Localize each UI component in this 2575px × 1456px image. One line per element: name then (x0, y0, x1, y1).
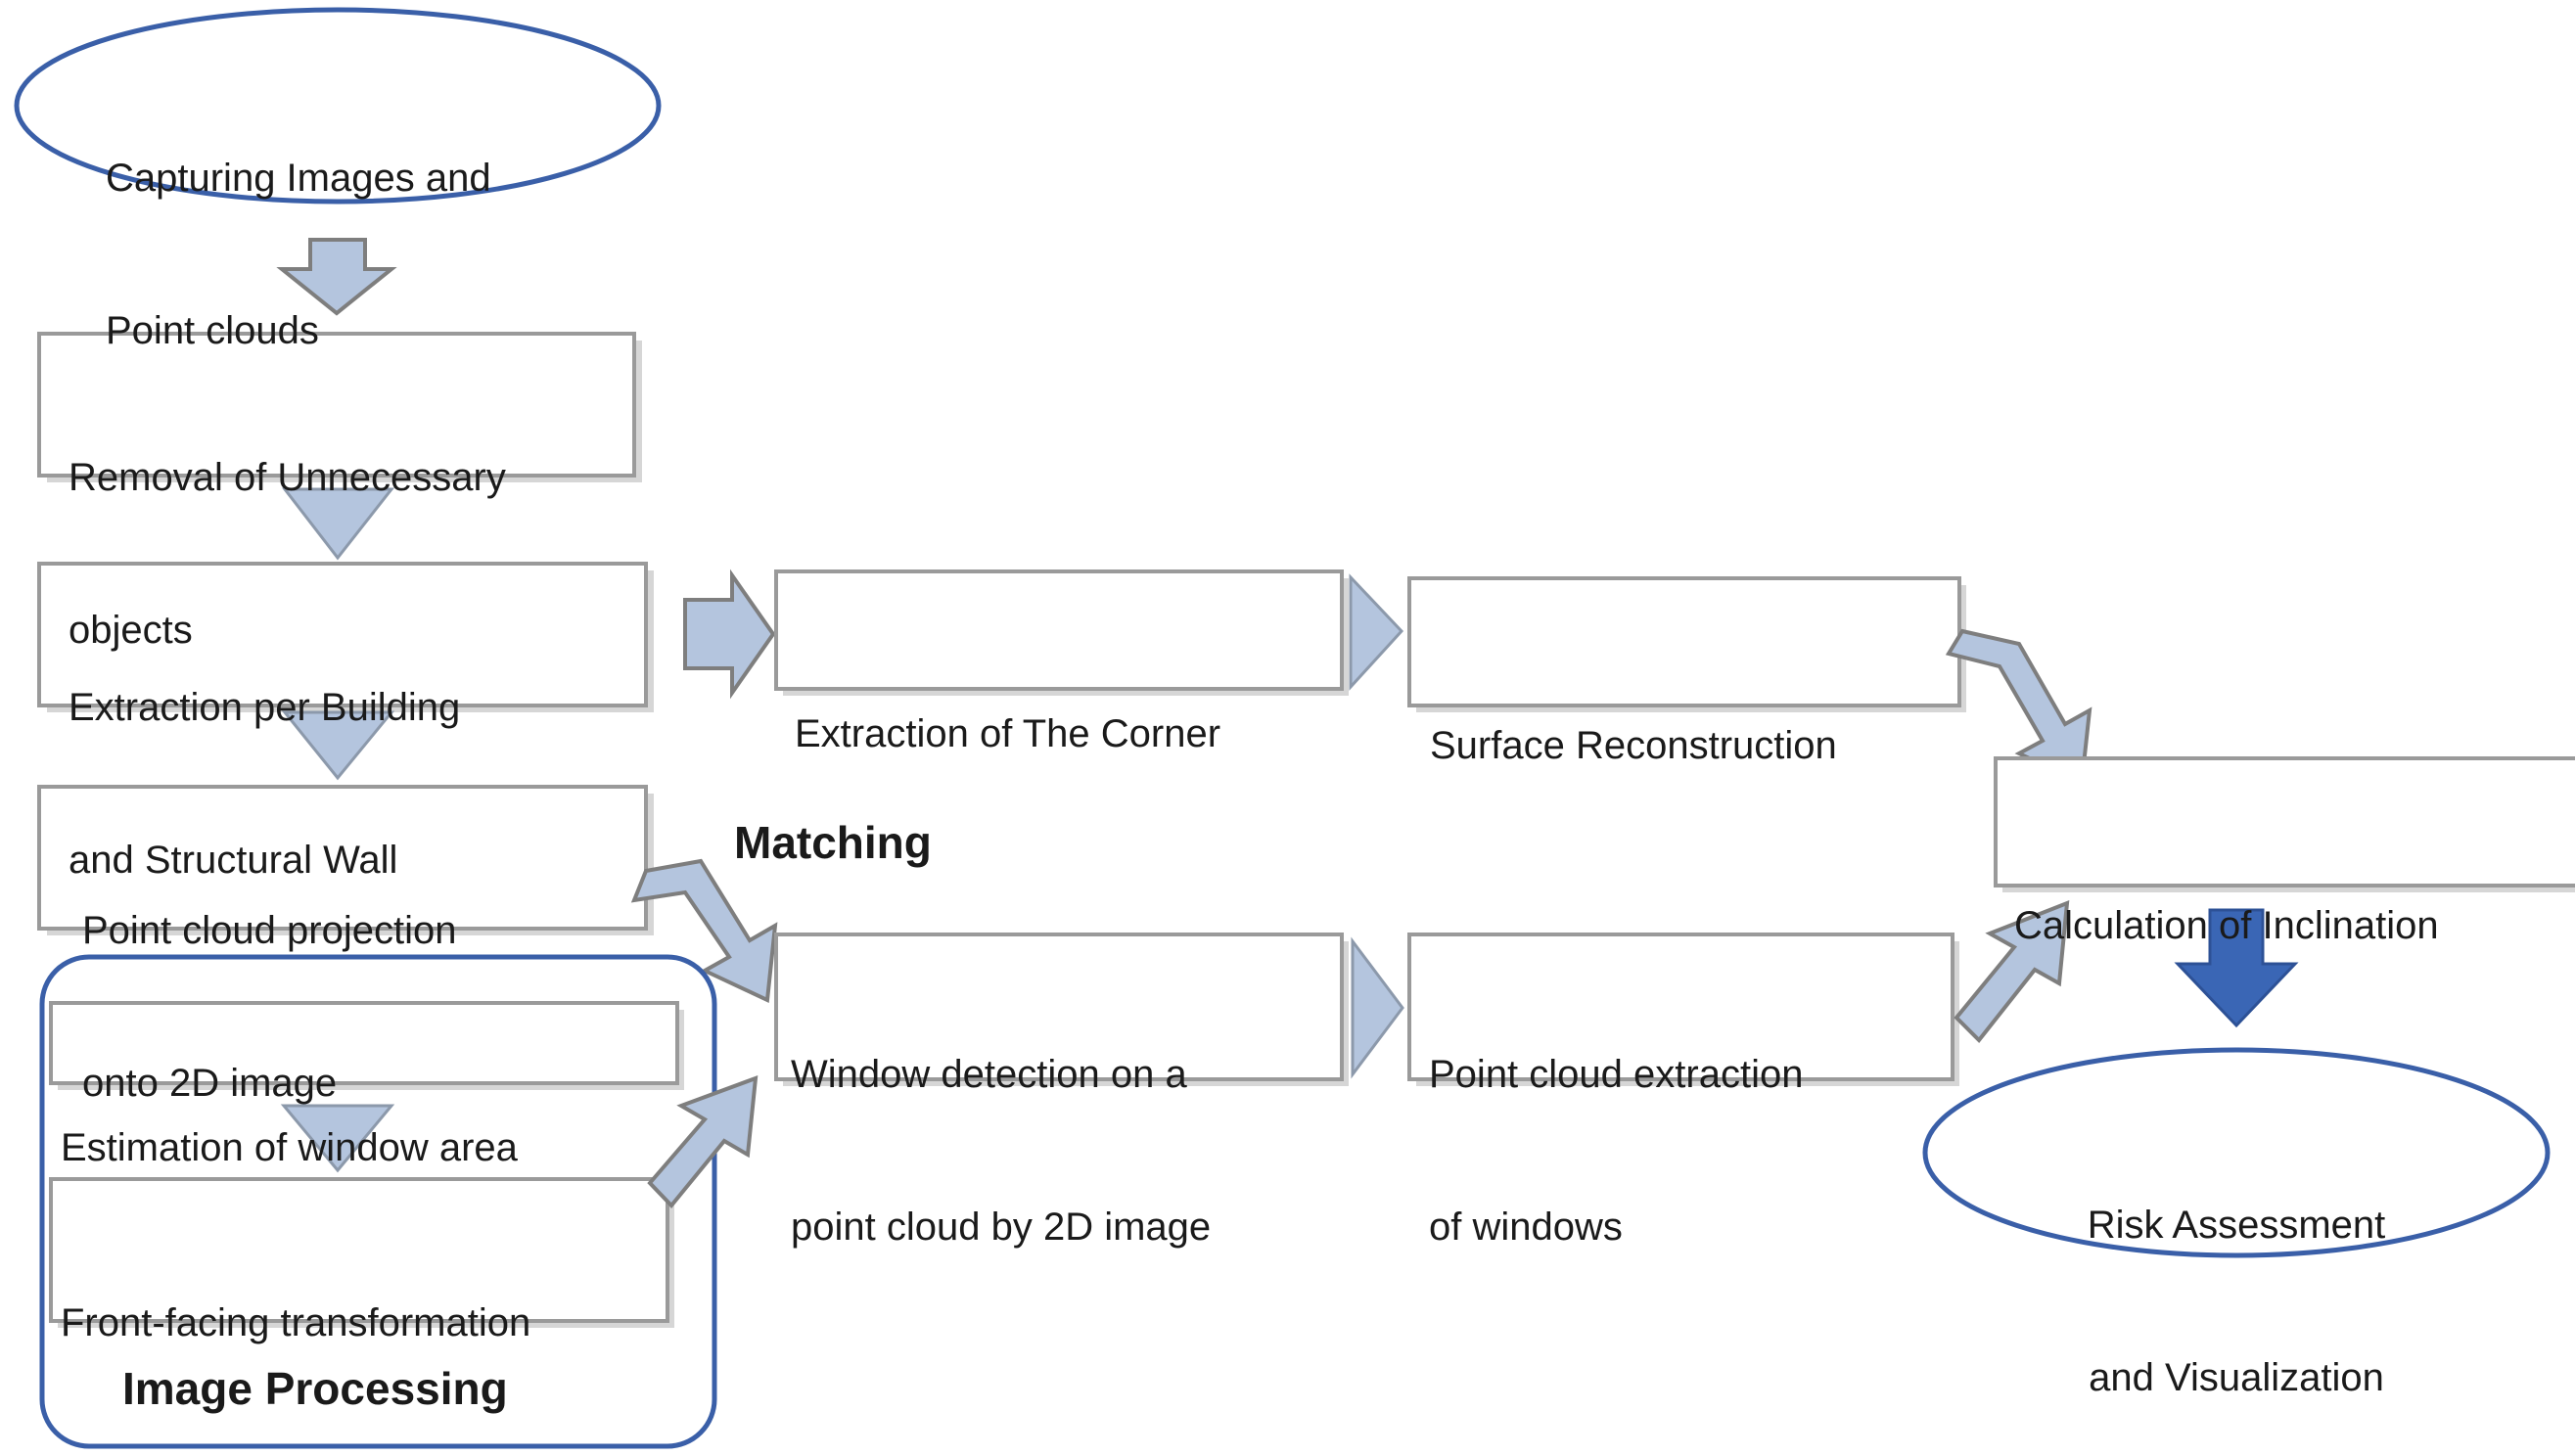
edge-arrow-extraction-to-calculation (1954, 899, 2070, 1044)
edge-triangle-estimation-to-front-facing (280, 1104, 395, 1173)
edge-chevron-window-detection-to-extraction (1351, 936, 1404, 1079)
edge-triangle-removal-to-extraction-building (281, 487, 395, 561)
node-estimation-of-window-area-shape[interactable] (49, 1001, 684, 1090)
node-calculation-of-inclination-shape[interactable] (1994, 756, 2575, 892)
node-front-facing-transformation-shape[interactable] (49, 1177, 674, 1328)
edge-triangle-extraction-building-to-projection (281, 710, 395, 781)
edge-arrow-front-facing-to-window-detection (647, 1075, 759, 1209)
node-window-detection-shape[interactable] (774, 933, 1349, 1086)
node-removal-of-unnecessary-objects-shape[interactable] (37, 332, 642, 482)
group-image-processing-outline (39, 954, 717, 1449)
edge-arrow-start-to-removal (276, 238, 397, 316)
node-capturing-images-and-point-clouds-shape[interactable] (14, 7, 662, 205)
node-point-cloud-projection-onto-2d-image-shape[interactable] (37, 785, 654, 935)
node-risk-assessment-and-visualization-shape[interactable] (1922, 1047, 2551, 1258)
node-extraction-of-the-corner-shape[interactable] (774, 569, 1349, 696)
edge-arrow-projection-to-window-detection (630, 858, 778, 1004)
node-surface-reconstruction-shape[interactable] (1407, 576, 1966, 712)
edge-arrow-extraction-building-to-corner (683, 569, 776, 700)
node-extraction-per-building-and-structural-wall-shape[interactable] (37, 562, 654, 712)
node-point-cloud-extraction-of-windows-shape[interactable] (1407, 933, 1959, 1086)
edge-blue-arrow-calculation-to-risk (2174, 908, 2299, 1028)
edge-chevron-corner-to-surface (1349, 573, 1404, 691)
